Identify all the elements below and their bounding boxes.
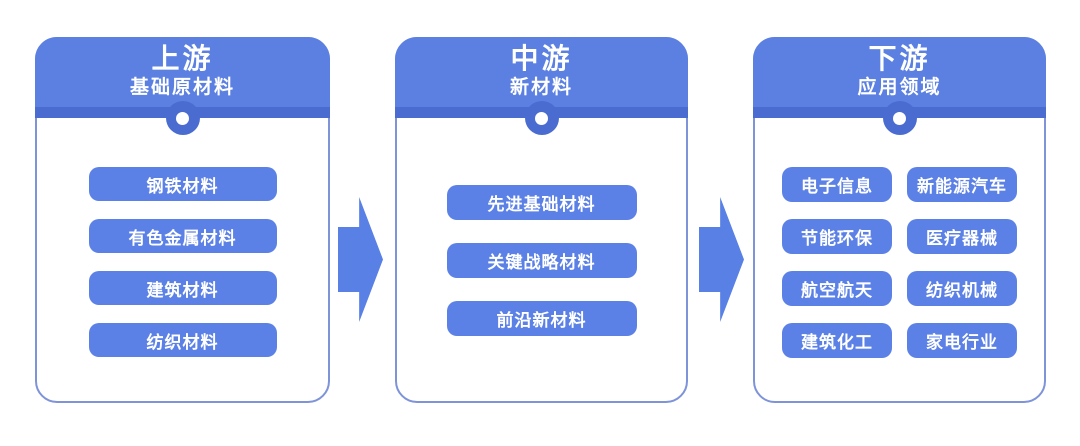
upstream-notch-dot bbox=[176, 111, 189, 125]
downstream-category-label: 应用领域 bbox=[857, 77, 942, 98]
upstream-notch-circle bbox=[165, 101, 200, 135]
midstream-panel: 中游 新材料 先进基础材料 关键战略材料 前沿新材料 bbox=[395, 37, 688, 403]
midstream-stage-title: 中游 bbox=[510, 43, 573, 74]
item-pill-textile-machinery: 纺织机械 bbox=[907, 271, 1017, 306]
downstream-notch-dot bbox=[893, 111, 906, 125]
item-pill-advanced-basic-materials: 先进基础材料 bbox=[446, 185, 637, 220]
upstream-category-label: 基础原材料 bbox=[129, 77, 235, 98]
arrow-midstream-to-downstream bbox=[699, 197, 744, 322]
downstream-notch-circle bbox=[882, 101, 917, 135]
item-pill-building-chemicals: 建筑化工 bbox=[782, 323, 892, 358]
item-pill-medical-devices: 医疗器械 bbox=[907, 219, 1017, 254]
item-pill-energy-saving-environmental: 节能环保 bbox=[782, 219, 892, 254]
item-pill-key-strategic-materials: 关键战略材料 bbox=[446, 243, 637, 278]
midstream-category-label: 新材料 bbox=[509, 77, 573, 98]
item-pill-electronic-information: 电子信息 bbox=[782, 167, 892, 202]
downstream-panel: 下游 应用领域 电子信息 新能源汽车 节能环保 医疗器械 航空航天 纺织机械 建… bbox=[753, 37, 1046, 403]
midstream-notch-circle bbox=[524, 101, 559, 135]
downstream-stage-title: 下游 bbox=[868, 43, 931, 74]
upstream-item-list: 钢铁材料 有色金属材料 建筑材料 纺织材料 bbox=[37, 167, 328, 357]
item-pill-new-energy-vehicles: 新能源汽车 bbox=[907, 167, 1017, 202]
item-pill-steel-materials: 钢铁材料 bbox=[88, 167, 277, 201]
item-pill-frontier-new-materials: 前沿新材料 bbox=[446, 301, 637, 336]
item-pill-textile-materials: 纺织材料 bbox=[88, 323, 277, 357]
item-pill-home-appliance-industry: 家电行业 bbox=[907, 323, 1017, 358]
item-pill-aerospace: 航空航天 bbox=[782, 271, 892, 306]
downstream-item-grid: 电子信息 新能源汽车 节能环保 医疗器械 航空航天 纺织机械 建筑化工 家电行业 bbox=[755, 167, 1044, 358]
item-pill-building-materials: 建筑材料 bbox=[88, 271, 277, 305]
item-pill-nonferrous-metal-materials: 有色金属材料 bbox=[88, 219, 277, 253]
arrow-upstream-to-midstream bbox=[338, 197, 383, 322]
midstream-item-list: 先进基础材料 关键战略材料 前沿新材料 bbox=[397, 185, 686, 336]
upstream-panel: 上游 基础原材料 钢铁材料 有色金属材料 建筑材料 纺织材料 bbox=[35, 37, 330, 403]
upstream-stage-title: 上游 bbox=[151, 43, 214, 74]
midstream-notch-dot bbox=[535, 111, 548, 125]
